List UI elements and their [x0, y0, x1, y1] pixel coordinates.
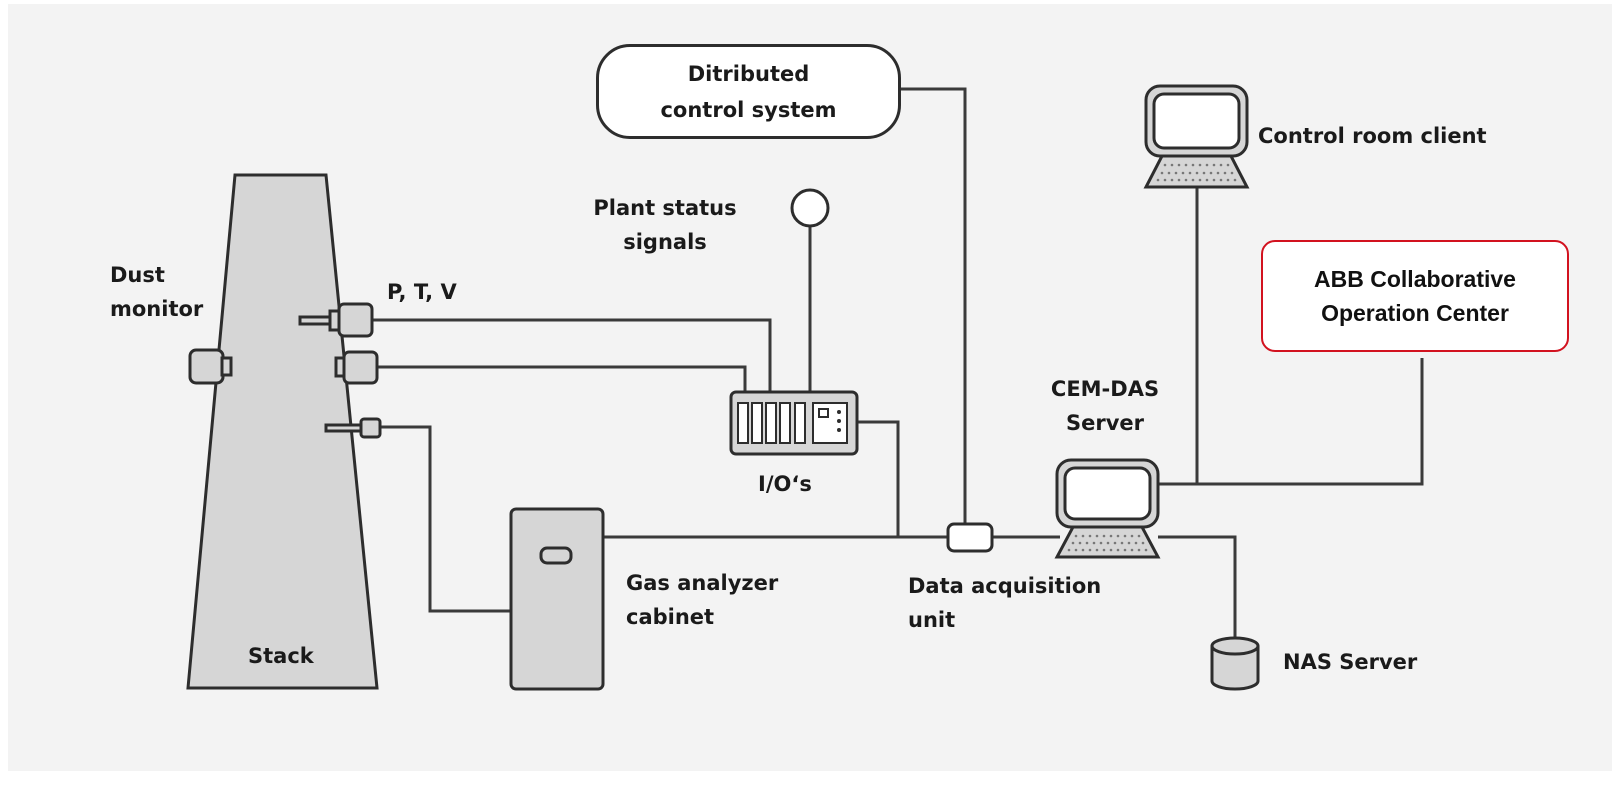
link-gas-probe-to-cabinet: [380, 425, 511, 613]
data-acquisition-unit-icon: [946, 522, 994, 553]
dust-monitor-label: Dust monitor: [110, 258, 203, 326]
link-server-to-abb: [1155, 358, 1424, 486]
gas-analyzer-cabinet-icon: [509, 507, 605, 691]
link-ios-to-bus: [857, 420, 900, 537]
io-rack-icon: [729, 390, 859, 456]
dcs-label-line-2: control system: [660, 97, 837, 122]
connection-lines: [372, 87, 1424, 638]
plant-status-label-line-1: Plant status: [593, 196, 737, 220]
dust-monitor-label-line-1: Dust: [110, 263, 165, 287]
dust-monitor-label-line-2: monitor: [110, 297, 204, 321]
daq-label-line-1: Data acquisition: [908, 574, 1102, 598]
data-acquisition-unit-label: Data acquisition unit: [908, 569, 1101, 637]
daq-label-line-2: unit: [908, 608, 956, 632]
stack-label: Stack: [248, 644, 314, 668]
nas-server-cylinder-icon: [1210, 636, 1260, 691]
dust-monitor-icon: [188, 348, 233, 385]
plant-status-label-line-2: signals: [623, 230, 707, 254]
cem-das-label-line-2: Server: [1065, 411, 1144, 435]
abb-label-line-2: Operation Center: [1321, 300, 1509, 326]
cem-das-server-computer-icon: [1054, 458, 1161, 559]
stack-shape: [186, 173, 379, 690]
gas-analyzer-cabinet-label: Gas analyzer cabinet: [626, 566, 778, 634]
plant-status-signal-icon: [790, 188, 830, 228]
ios-label: I/O‘s: [758, 472, 812, 496]
gas-probe-icon: [324, 417, 382, 439]
gas-analyzer-label-line-1: Gas analyzer: [626, 571, 779, 595]
link-sensor2-to-ios: [377, 365, 747, 392]
ptv-label: P, T, V: [387, 280, 457, 304]
cem-das-label-line-1: CEM-DAS: [1050, 377, 1160, 401]
plant-status-signals-label: Plant status signals: [570, 191, 760, 259]
distributed-control-system-box: Ditributed control system: [596, 44, 901, 139]
link-dcs-to-daq: [900, 87, 967, 524]
cem-das-server-label: CEM-DAS Server: [1030, 372, 1180, 440]
dcs-label-line-1: Ditributed: [687, 61, 810, 86]
abb-collaborative-operation-center-box: ABB Collaborative Operation Center: [1261, 240, 1569, 352]
link-server-to-nas: [1158, 535, 1237, 638]
control-room-client-computer-icon: [1143, 84, 1250, 189]
stack-sensor-icon: [334, 350, 379, 385]
nas-server-label: NAS Server: [1283, 650, 1418, 674]
link-ptv-to-ios: [372, 318, 772, 392]
gas-analyzer-label-line-2: cabinet: [626, 605, 715, 629]
control-room-client-label: Control room client: [1258, 124, 1487, 148]
abb-label-line-1: ABB Collaborative: [1314, 266, 1516, 292]
ptv-sensor-icon: [298, 302, 374, 338]
